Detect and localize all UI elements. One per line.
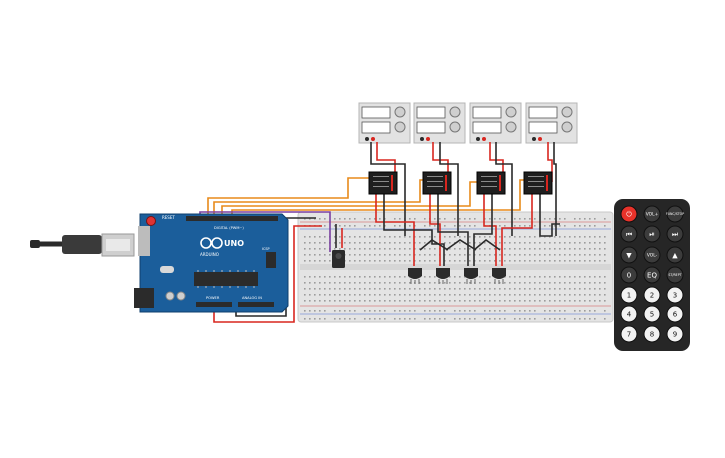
remote-play-pause-button[interactable]: ⏯ (643, 225, 661, 243)
remote-1-button[interactable]: 1 (620, 286, 638, 304)
usb-cable[interactable] (30, 233, 135, 257)
transistor-2[interactable] (436, 268, 450, 284)
remote-9-button[interactable]: 9 (666, 325, 684, 343)
transistor-4[interactable] (492, 268, 506, 284)
remote-button-label: EQ (647, 272, 657, 280)
power-supply-2[interactable] (413, 102, 466, 144)
remote-button-label: ST/REPT (668, 273, 681, 277)
remote-4-button[interactable]: 4 (620, 305, 638, 323)
wires (199, 142, 560, 323)
remote-button-label: 9 (673, 331, 677, 339)
power-supply-3[interactable] (469, 102, 522, 144)
remote-button-label: 0 (627, 272, 631, 280)
atmega-chip (194, 272, 258, 286)
power-label: POWER (206, 296, 220, 300)
remote-button-label: 6 (673, 311, 678, 319)
remote-button-label: ▲ (672, 252, 678, 260)
remote-button-label: VOL+ (646, 212, 659, 218)
arduino-uno-board[interactable]: RESET DIGITAL (PWM~) ARDUINO UNO ICSP (134, 213, 289, 313)
remote-button-label: FUNC/STOP (666, 212, 684, 216)
remote-button-label: 5 (650, 311, 654, 319)
wire-orange-2 (213, 179, 424, 218)
transistors (408, 268, 506, 284)
relay-3[interactable] (476, 171, 506, 195)
ir-receiver[interactable] (332, 250, 345, 268)
power-supply-4[interactable] (525, 102, 578, 144)
remote-button-label: 4 (627, 311, 632, 319)
remote-3-button[interactable]: 3 (666, 286, 684, 304)
wire-orange-1 (207, 177, 372, 218)
reset-label: RESET (162, 215, 175, 220)
analog-label: ANALOG IN (242, 296, 262, 300)
icsp-header[interactable] (266, 252, 276, 268)
breadboard-holes (304, 218, 606, 320)
crystal (160, 266, 174, 273)
remote-down-button[interactable]: ▼ (620, 246, 638, 264)
dc-power-jack[interactable] (134, 288, 154, 308)
remote-button-label: ▼ (626, 252, 632, 260)
wire-orange-3 (221, 181, 478, 218)
remote-0-button[interactable]: 0 (620, 266, 638, 284)
ir-remote[interactable]: ⏻ VOL+ FUNC/STOP ⏮ ⏯ ⏭ ▼ VOL- ▲ 0 EQ ST/REPT 1 2 3 4 5 6 7… (614, 199, 690, 351)
analog-header[interactable] (238, 302, 274, 307)
wire-red-5v (213, 225, 322, 323)
remote-button-label: 2 (650, 292, 654, 300)
brand-label: ARDUINO (200, 252, 219, 257)
remote-func-stop-button[interactable]: FUNC/STOP (666, 205, 684, 223)
remote-button-label: ⏻ (626, 211, 632, 219)
relay-2[interactable] (422, 171, 452, 195)
remote-6-button[interactable]: 6 (666, 305, 684, 323)
remote-st-rept-button[interactable]: ST/REPT (666, 266, 684, 284)
remote-button-label: ⏯ (649, 231, 655, 239)
relay-4[interactable] (523, 171, 553, 195)
power-supplies (358, 102, 578, 144)
power-header[interactable] (196, 302, 232, 307)
remote-5-button[interactable]: 5 (643, 305, 661, 323)
relay-modules (368, 171, 553, 195)
capacitor-1 (165, 291, 175, 301)
remote-button-label: VOL- (647, 253, 658, 259)
usb-port[interactable] (138, 226, 150, 256)
reset-button[interactable] (146, 216, 156, 226)
power-supply-1[interactable] (358, 102, 411, 144)
remote-vol-up-button[interactable]: VOL+ (643, 205, 661, 223)
remote-2-button[interactable]: 2 (643, 286, 661, 304)
remote-button-label: 7 (627, 331, 631, 339)
remote-up-button[interactable]: ▲ (666, 246, 684, 264)
remote-button-label: ⏭ (672, 231, 679, 239)
capacitor-2 (176, 291, 186, 301)
transistor-1[interactable] (408, 268, 422, 284)
digital-label: DIGITAL (PWM~) (214, 226, 244, 230)
remote-button-label: ⏮ (626, 231, 632, 239)
remote-vol-down-button[interactable]: VOL- (643, 246, 661, 264)
relay-1[interactable] (368, 171, 398, 195)
remote-button-label: 1 (627, 292, 631, 300)
remote-eq-button[interactable]: EQ (643, 266, 661, 284)
remote-prev-button[interactable]: ⏮ (620, 225, 638, 243)
digital-header[interactable] (186, 216, 278, 221)
remote-button-label: 8 (650, 331, 654, 339)
arduino-logo: ARDUINO (200, 237, 223, 257)
remote-8-button[interactable]: 8 (643, 325, 661, 343)
remote-button-label: 3 (673, 292, 677, 300)
icsp-label: ICSP (262, 247, 270, 251)
transistor-3[interactable] (464, 268, 478, 284)
remote-next-button[interactable]: ⏭ (666, 225, 684, 243)
remote-power-button[interactable]: ⏻ (620, 205, 638, 223)
remote-7-button[interactable]: 7 (620, 325, 638, 343)
breadboard[interactable] (297, 211, 614, 323)
remote-buttons: ⏻ VOL+ FUNC/STOP ⏮ ⏯ ⏭ ▼ VOL- ▲ 0 EQ ST/REPT 1 2 3 4 5 6 7… (620, 205, 684, 343)
model-label: UNO (224, 239, 244, 248)
